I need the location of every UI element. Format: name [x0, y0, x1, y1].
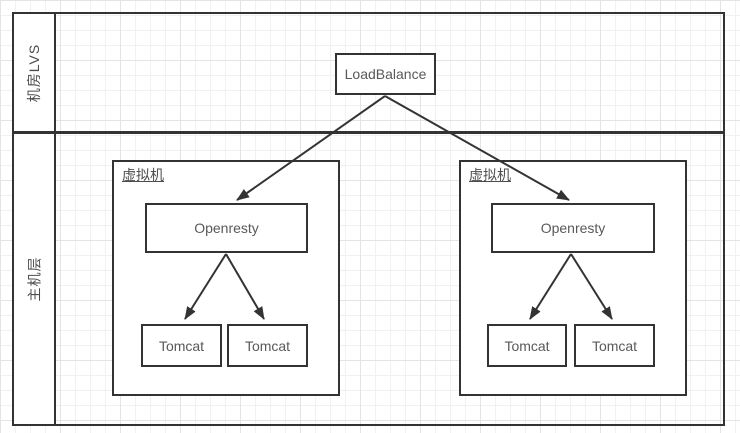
tomcat-node-left-2: Tomcat [227, 324, 308, 367]
openresty-node-left: Openresty [145, 203, 308, 253]
tomcat-node-right-2: Tomcat [574, 324, 655, 367]
vm-group-left-label: 虚拟机 [122, 167, 164, 183]
loadbalance-node: LoadBalance [335, 53, 436, 95]
lane-header-host: 主机层 [12, 134, 56, 424]
tomcat-node-left-1: Tomcat [141, 324, 222, 367]
tomcat-node-right-1: Tomcat [487, 324, 567, 367]
lane-header-column [12, 12, 56, 426]
vm-group-right-label: 虚拟机 [469, 167, 511, 183]
lane-header-lvs: 机房LVS [12, 14, 56, 131]
lane-label-host: 主机层 [26, 256, 42, 302]
lane-label-lvs: 机房LVS [26, 43, 42, 102]
openresty-node-right: Openresty [491, 203, 655, 253]
lane-divider [12, 131, 725, 134]
